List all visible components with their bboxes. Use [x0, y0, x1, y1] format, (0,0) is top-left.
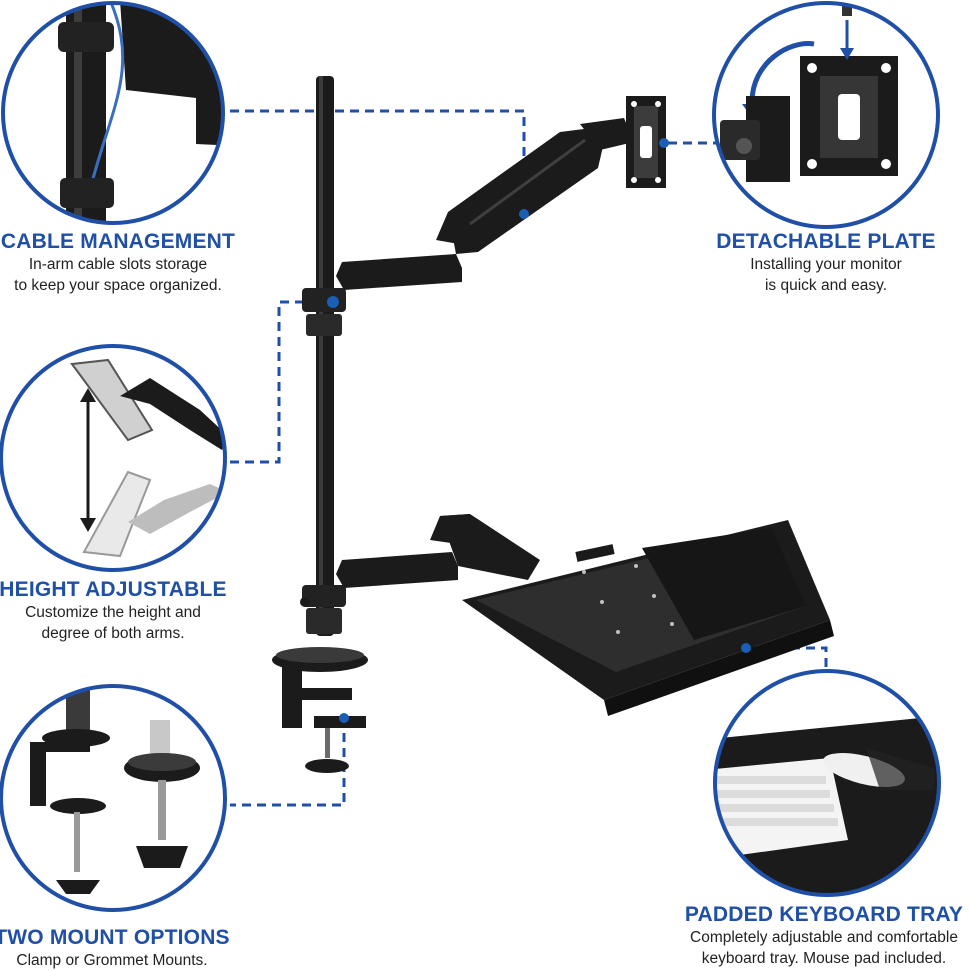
- detachable-plate-title: DETACHABLE PLATE: [716, 230, 936, 253]
- detachable-plate-callout: DETACHABLE PLATE Installing your monitor…: [706, 230, 946, 296]
- cable-management-line2: to keep your space organized.: [14, 277, 222, 294]
- mount-options-title: TWO MOUNT OPTIONS: [0, 926, 230, 949]
- keyboard-tray-detail: [713, 669, 941, 897]
- cable-management-title: CABLE MANAGEMENT: [0, 230, 236, 253]
- mount-options-callout: TWO MOUNT OPTIONS Clamp or Grommet Mount…: [0, 926, 238, 971]
- cable-management-callout: CABLE MANAGEMENT In-arm cable slots stor…: [0, 230, 248, 296]
- height-adjustable-detail: [0, 344, 227, 572]
- mount-options-line1: Clamp or Grommet Mounts.: [16, 952, 208, 969]
- height-adjustable-line2: degree of both arms.: [41, 625, 185, 642]
- height-adjustable-callout: HEIGHT ADJUSTABLE Customize the height a…: [0, 578, 238, 644]
- cable-management-line1: In-arm cable slots storage: [28, 256, 208, 273]
- desk-mount-product: [272, 76, 834, 773]
- detachable-plate-detail: [712, 1, 940, 229]
- cable-management-detail: [1, 1, 225, 225]
- detachable-plate-line2: is quick and easy.: [764, 277, 888, 294]
- keyboard-tray-line2: keyboard tray. Mouse pad included.: [701, 950, 947, 967]
- detachable-plate-line1: Installing your monitor: [750, 256, 902, 273]
- keyboard-tray-line1: Completely adjustable and comfortable: [690, 929, 958, 946]
- height-adjustable-title: HEIGHT ADJUSTABLE: [0, 578, 227, 601]
- keyboard-tray-callout: PADDED KEYBOARD TRAY Completely adjustab…: [664, 903, 970, 969]
- height-adjustable-line1: Customize the height and: [25, 604, 201, 621]
- mount-options-detail: [0, 684, 227, 912]
- keyboard-tray-title: PADDED KEYBOARD TRAY: [684, 903, 964, 926]
